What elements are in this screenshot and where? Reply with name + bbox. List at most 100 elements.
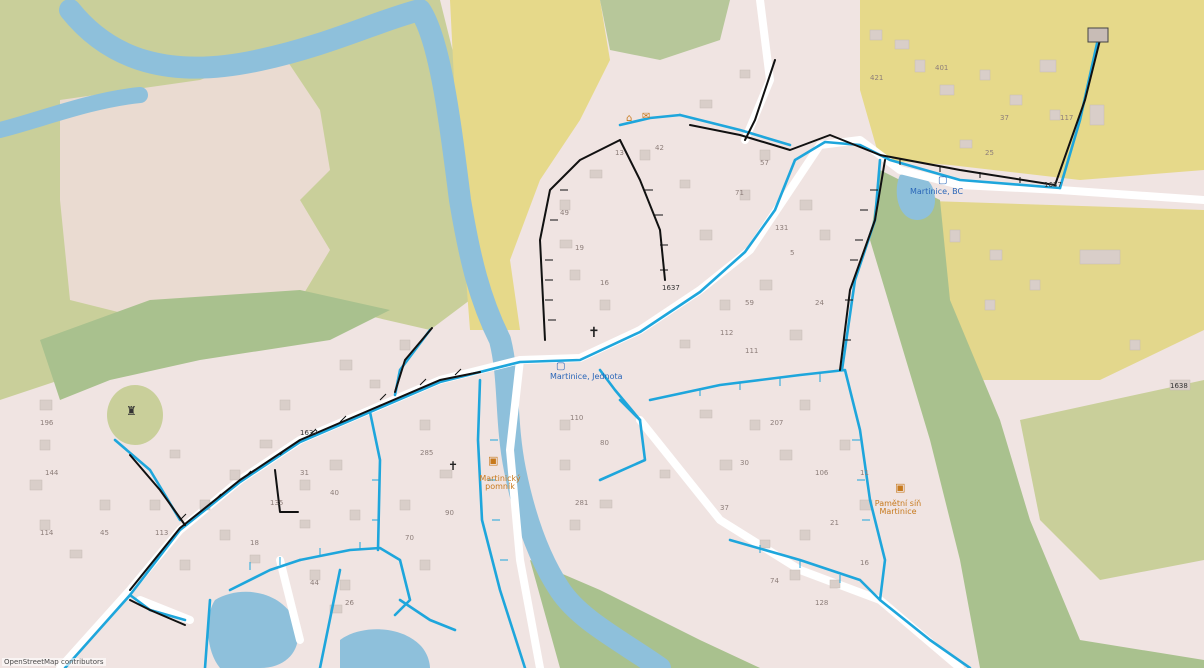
house-number: 196	[40, 419, 54, 427]
grassland-southeast	[1020, 380, 1204, 580]
house-number: 40	[330, 489, 339, 497]
house-number: 49	[560, 209, 569, 217]
bus-stop-label-center[interactable]: Martinice, Jednota	[550, 372, 623, 381]
memorial-park	[107, 385, 163, 445]
water-ticks	[249, 374, 870, 583]
water-pipe-east-loop	[648, 368, 972, 668]
water-reservoir-marker	[1087, 27, 1109, 43]
road-ref-label: 1637	[300, 429, 318, 437]
water-pipe-ne-spur	[1058, 28, 1102, 190]
sewer-pipe-spur-north	[394, 327, 433, 393]
post-office-icon[interactable]: ✉	[642, 111, 651, 122]
house-number: 45	[100, 529, 109, 537]
road-ref-label: 1638	[1170, 382, 1188, 390]
sewer-pipe-east-down	[839, 159, 886, 371]
bus-stop-icon-east[interactable]: ▢	[938, 175, 948, 186]
road-south	[506, 356, 544, 668]
sewer-pipe-ne	[1054, 39, 1101, 186]
house-number: 113	[155, 529, 169, 537]
house-number: 24	[815, 299, 824, 307]
house-number: 16	[860, 559, 869, 567]
museum-poi-icon[interactable]: ▣	[895, 481, 906, 494]
house-number: 19	[575, 244, 584, 252]
house-number: 114	[40, 529, 54, 537]
house-number: 74	[770, 577, 779, 585]
forest-west	[40, 290, 390, 400]
farmland-north	[450, 0, 610, 330]
pond-east	[896, 173, 935, 220]
water-pipe-network	[63, 28, 1102, 668]
road-sw-loop	[276, 556, 304, 644]
house-number: 37	[720, 504, 729, 512]
house-number: 25	[985, 149, 994, 157]
map-attribution[interactable]: OpenStreetMap contributors	[2, 658, 106, 666]
house-number: 144	[45, 469, 59, 477]
bus-stop-icon-center[interactable]: ▢	[556, 361, 566, 372]
sewer-pipe-west	[129, 454, 186, 526]
sewer-pipe-north	[744, 59, 776, 141]
chapel-poi-icon[interactable]: ▣	[488, 454, 499, 467]
house-number: 5	[790, 249, 795, 257]
sewer-pipe-north-west	[539, 139, 621, 341]
road-north	[741, 0, 774, 144]
church-cross-icon[interactable]: ✝	[588, 325, 600, 341]
house-number: 13	[615, 149, 624, 157]
meadow-west	[60, 50, 330, 320]
chapel-cross-icon[interactable]: ✝	[448, 459, 459, 473]
shop-icon[interactable]: ⌂	[626, 113, 633, 124]
water-pipe-north-center	[618, 113, 682, 127]
water-pipe-sw-4	[318, 568, 342, 668]
house-number: 111	[745, 347, 759, 355]
house-number: 71	[735, 189, 744, 197]
sewer-pipe-network	[129, 39, 1101, 626]
house-number: 70	[405, 534, 414, 542]
house-number: 16	[600, 279, 609, 287]
forest-south	[530, 560, 760, 668]
water-pipe-south	[476, 378, 527, 668]
farmland-northeast	[860, 0, 1204, 180]
house-number: 42	[655, 144, 664, 152]
sewer-pipe-north-center	[619, 139, 666, 281]
water-pipe-sw-1	[298, 546, 412, 617]
house-number: 90	[445, 509, 454, 517]
pond-south	[340, 629, 430, 668]
water-pipe-north	[678, 113, 792, 147]
sewer-pipe-main	[129, 371, 481, 591]
house-number: 112	[720, 329, 734, 337]
river	[59, 0, 671, 668]
road-ref-label: 1637	[1044, 181, 1062, 189]
house-number: 421	[870, 74, 884, 82]
house-number: 31	[300, 469, 309, 477]
house-number: 401	[935, 64, 949, 72]
water-pipe-sw-2	[228, 558, 302, 592]
sewer-pipe-east	[689, 124, 1056, 186]
river-west-branch	[0, 87, 148, 138]
house-number: 37	[1000, 114, 1009, 122]
house-number: 80	[600, 439, 609, 447]
connection-ticks	[179, 159, 1021, 521]
house-number: 18	[250, 539, 259, 547]
buildings	[29, 29, 1191, 614]
forest-east	[870, 170, 1204, 668]
museum-label[interactable]: Pamětní síň Martinice	[874, 499, 922, 516]
house-number: 11	[860, 469, 869, 477]
house-number: 285	[420, 449, 434, 457]
water-pipe-main	[63, 140, 1062, 668]
sewer-pipe-southwest	[129, 599, 186, 626]
house-number: 110	[570, 414, 584, 422]
water-pipe-center-branch	[618, 398, 642, 422]
house-number: 117	[1060, 114, 1074, 122]
water-pipe-east-row	[728, 538, 882, 602]
chapel-label[interactable]: Martinický pomník	[479, 474, 521, 491]
road-ref-label: 1637	[662, 284, 680, 292]
farmland-east	[900, 200, 1204, 380]
road-west	[136, 596, 194, 624]
bus-stop-label-east[interactable]: Martinice, BC	[910, 187, 964, 196]
house-number: 30	[740, 459, 749, 467]
house-number: 207	[770, 419, 784, 427]
house-number: 57	[760, 159, 769, 167]
water-pipe-sw-loop	[398, 598, 457, 632]
memorial-tower-icon[interactable]: ♜	[126, 404, 137, 418]
